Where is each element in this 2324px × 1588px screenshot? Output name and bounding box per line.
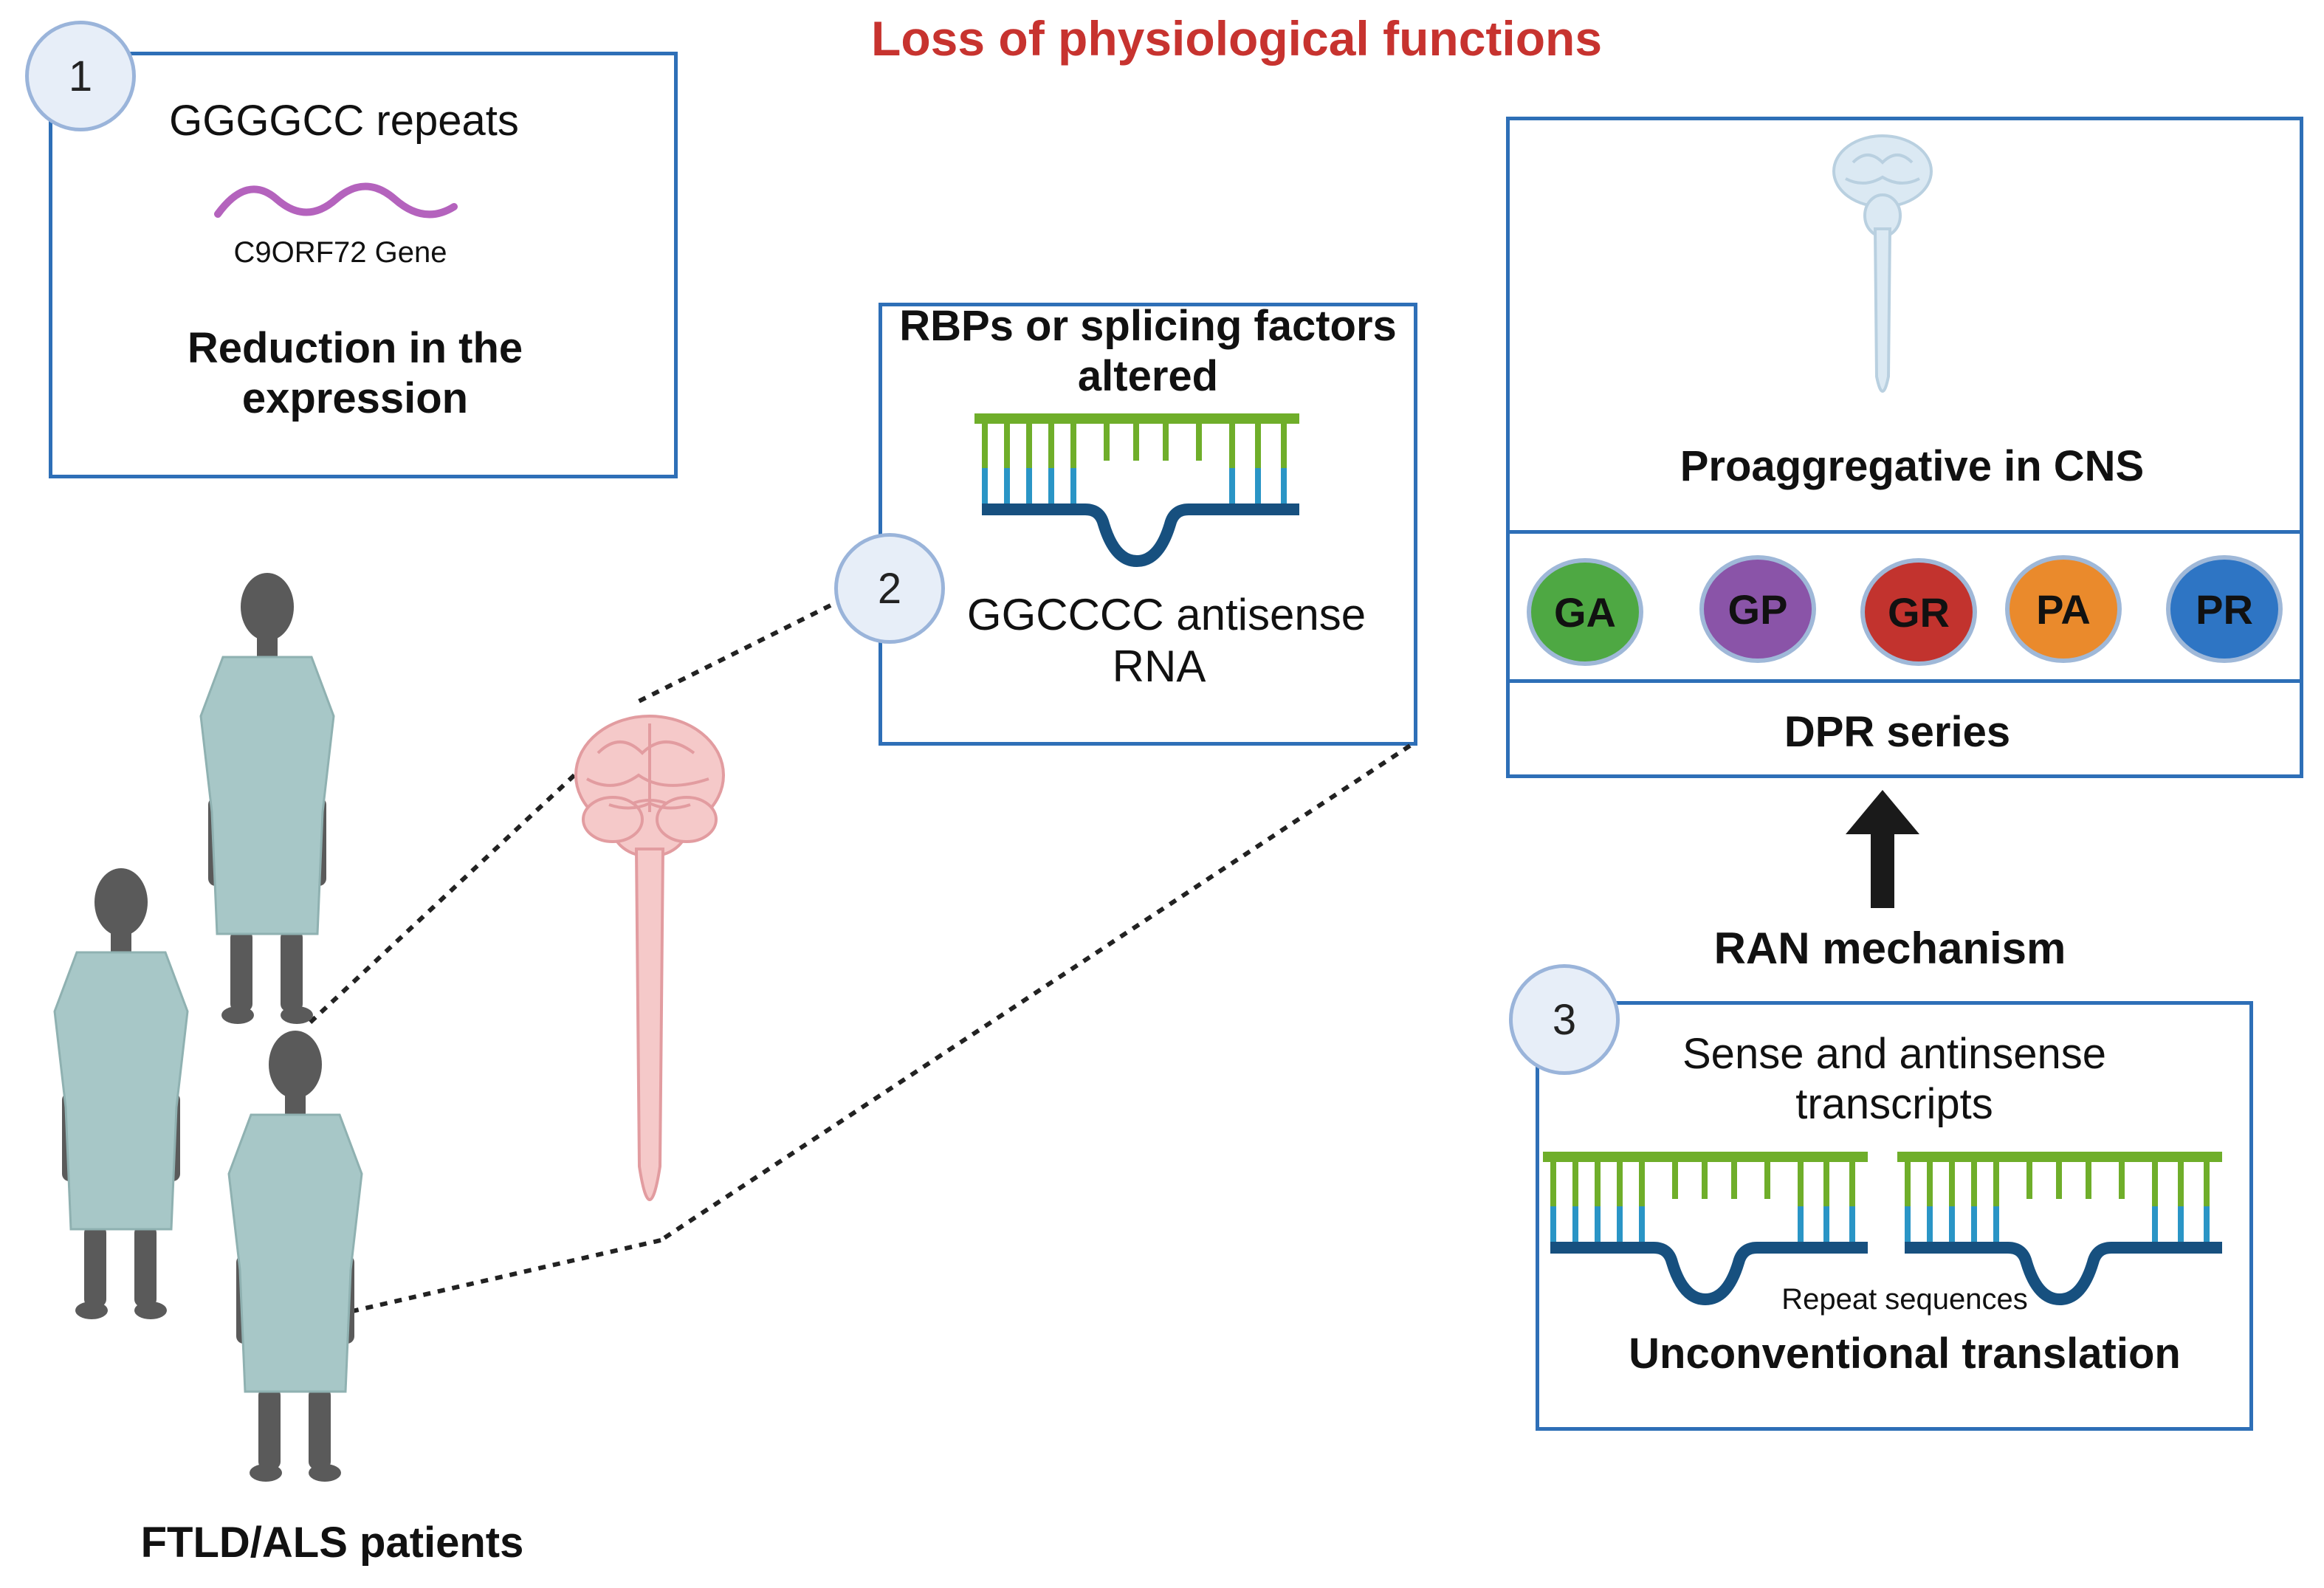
step-2-badge: 2 [834, 533, 945, 644]
gene-label: C9ORF72 Gene [233, 236, 447, 269]
effect-line-1: Reduction in the [187, 324, 523, 372]
patient-back-icon [199, 573, 335, 1024]
dpr-ga: GA [1527, 558, 1643, 666]
patient-front-icon [227, 1031, 363, 1482]
gene-wave-icon [214, 182, 458, 219]
rna-duplex-right-icon [1897, 1152, 2222, 1306]
antisense-line-2: RNA [1112, 642, 1206, 691]
dpr-series-label: DPR series [1784, 708, 2011, 756]
unconventional-translation-label: Unconventional translation [1629, 1330, 2181, 1378]
proaggregative-label: Proaggregative in CNS [1680, 442, 2145, 490]
rna-duplex-icon [974, 413, 1299, 568]
panel-gene-repeats [49, 52, 678, 478]
up-arrow-icon [1846, 790, 1919, 908]
patients-label: FTLD/ALS patients [140, 1519, 524, 1567]
dpr-pa: PA [2005, 555, 2122, 663]
brain-spinal-cord-small-icon [1832, 134, 1933, 393]
brain-spinal-cord-icon [574, 715, 725, 1201]
rbp-heading-line-1: RBPs or splicing factors [899, 302, 1397, 350]
panel-cns [1506, 117, 2303, 778]
dpr-gp: GP [1699, 555, 1816, 663]
dpr-pr: PR [2166, 555, 2283, 663]
patient-left-icon [53, 868, 189, 1319]
panel-transcripts [1536, 1001, 2253, 1431]
divider-cns-top [1506, 530, 2303, 534]
dpr-gr: GR [1860, 558, 1977, 666]
rbp-heading-line-2: altered [1077, 352, 1219, 400]
step-3-badge: 3 [1509, 964, 1620, 1075]
diagram-title: Loss of physiological functions [871, 11, 1603, 66]
antisense-line-1: GGCCCC antisense [966, 590, 1366, 639]
transcripts-line-1: Sense and antinsense [1682, 1030, 2106, 1078]
rna-duplex-left-icon [1543, 1152, 1868, 1306]
repeat-sequences-label: Repeat sequences [1781, 1283, 2028, 1316]
transcripts-line-2: transcripts [1795, 1080, 1993, 1128]
divider-cns-bottom [1506, 679, 2303, 683]
effect-line-2: expression [241, 374, 469, 422]
step-1-badge: 1 [25, 21, 136, 131]
panel-antisense-rna [879, 303, 1417, 746]
ran-mechanism-label: RAN mechanism [1713, 924, 2066, 973]
repeats-label: GGGGCC repeats [169, 97, 519, 145]
